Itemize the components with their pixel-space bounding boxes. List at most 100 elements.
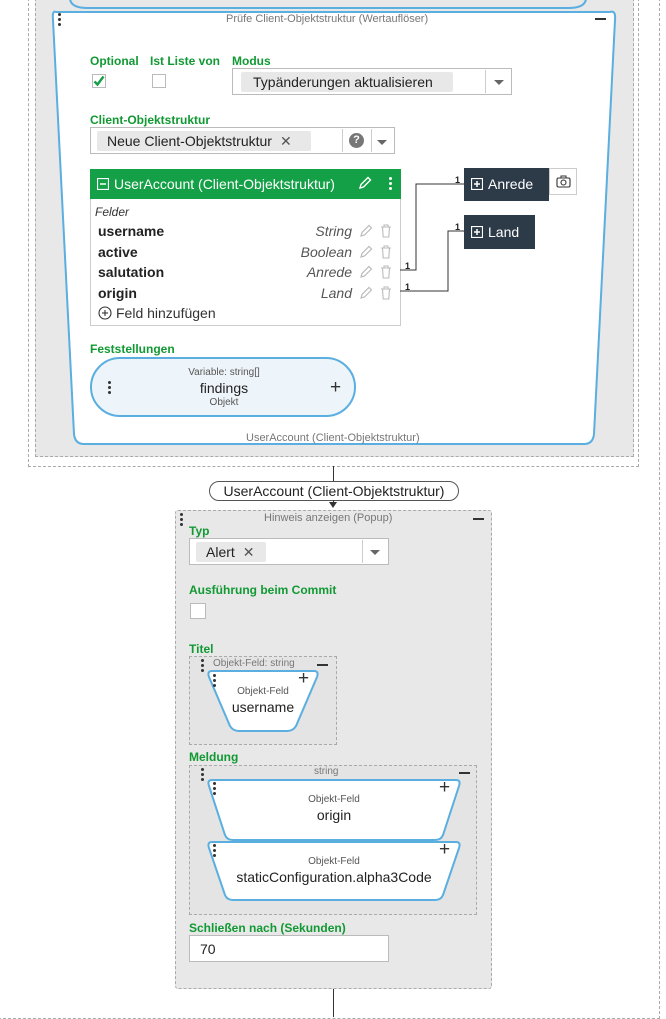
field-name: origin xyxy=(98,284,137,301)
message-item-caption: Objekt-Feld xyxy=(308,794,360,805)
fields-section-label: Felder xyxy=(95,205,130,219)
title-item-menu-icon[interactable] xyxy=(213,674,217,689)
check-block-menu-icon[interactable] xyxy=(58,13,62,28)
remove-chip-icon[interactable]: ✕ xyxy=(242,544,255,560)
check-mark-icon xyxy=(93,75,105,87)
chevron-down-icon[interactable] xyxy=(370,550,380,555)
collapse-square-icon[interactable] xyxy=(97,178,109,190)
struct-card-menu-icon[interactable] xyxy=(389,177,393,192)
check-block-title: Prüfe Client-Objektstruktur (Wertauflöse… xyxy=(226,13,429,25)
connector-label: UserAccount (Client-Objektstruktur) xyxy=(223,483,445,499)
title-group-header: Objekt-Feld: string xyxy=(213,658,295,669)
message-group-collapse-icon[interactable] xyxy=(459,772,470,774)
popup-block-collapse-icon[interactable] xyxy=(473,518,484,520)
popup-block-menu-icon[interactable] xyxy=(180,513,184,528)
edit-pencil-icon[interactable] xyxy=(358,176,372,190)
title-group-menu-icon[interactable] xyxy=(201,659,205,674)
cardinality-label: 1 xyxy=(405,282,411,292)
check-block-collapse-icon[interactable] xyxy=(595,18,606,20)
message-group-menu-icon[interactable] xyxy=(201,768,205,783)
message-item-shape xyxy=(207,841,461,901)
delete-trash-icon[interactable] xyxy=(380,265,392,279)
struct-field-row[interactable]: origin Land xyxy=(98,285,398,303)
delete-trash-icon[interactable] xyxy=(380,285,392,300)
related-land-label: Land xyxy=(488,224,520,240)
type-chip: Alert ✕ xyxy=(196,542,266,562)
plus-circle-icon xyxy=(98,306,112,320)
screenshot-button[interactable] xyxy=(549,168,577,195)
field-name: active xyxy=(98,243,138,260)
struct-label: Client-Objektstruktur xyxy=(90,113,211,127)
expand-square-icon[interactable] xyxy=(471,226,483,238)
list-checkbox[interactable] xyxy=(152,74,166,88)
connector-pill[interactable]: UserAccount (Client-Objektstruktur) xyxy=(209,481,459,501)
flow-line xyxy=(333,466,334,483)
delete-trash-icon[interactable] xyxy=(380,244,392,259)
type-select-divider xyxy=(362,540,363,563)
add-icon[interactable]: + xyxy=(439,839,451,860)
check-block-footer: UserAccount (Client-Objektstruktur) xyxy=(246,432,420,444)
cardinality-label: 1 xyxy=(405,261,411,271)
edit-pencil-icon[interactable] xyxy=(359,224,373,238)
findings-kind: Objekt xyxy=(209,397,239,408)
cardinality-label: 1 xyxy=(455,175,461,185)
add-field-label: Feld hinzufügen xyxy=(116,305,216,321)
remove-chip-icon[interactable]: ✕ xyxy=(279,133,292,149)
findings-variable[interactable]: Variable: string[] findings Objekt + xyxy=(90,357,356,417)
message-item-shape xyxy=(207,779,461,841)
mode-select-divider xyxy=(485,70,486,93)
commit-checkbox[interactable] xyxy=(190,603,206,619)
delete-trash-icon[interactable] xyxy=(380,224,392,238)
findings-menu-icon[interactable] xyxy=(108,381,112,396)
findings-label: Feststellungen xyxy=(90,342,175,356)
optional-label: Optional xyxy=(90,54,139,68)
title-label: Titel xyxy=(189,642,214,656)
related-struct-anrede[interactable]: Anrede xyxy=(464,168,549,201)
message-item-menu-icon[interactable] xyxy=(213,782,217,797)
type-value: Alert xyxy=(206,544,235,560)
struct-select[interactable]: Neue Client-Objektstruktur✕ ? xyxy=(90,127,395,154)
struct-card-header[interactable]: UserAccount (Client-Objektstruktur) xyxy=(90,169,401,199)
close-after-input[interactable] xyxy=(189,935,389,962)
message-item-caption: Objekt-Feld xyxy=(308,856,360,867)
add-icon[interactable]: + xyxy=(330,377,342,398)
struct-select-divider-1 xyxy=(342,129,343,152)
type-label: Typ xyxy=(189,524,210,538)
message-item-value: staticConfiguration.alpha3Code xyxy=(236,869,432,885)
chevron-down-icon[interactable] xyxy=(377,140,387,145)
field-type: Land xyxy=(320,284,352,301)
relation-lines xyxy=(400,183,464,292)
struct-card-title: UserAccount (Client-Objektstruktur) xyxy=(114,176,335,192)
expand-square-icon[interactable] xyxy=(471,178,483,190)
field-type: String xyxy=(315,223,352,239)
type-select[interactable]: Alert ✕ xyxy=(189,538,389,565)
field-name: username xyxy=(98,223,165,239)
mode-select[interactable]: Typänderungen aktualisieren xyxy=(232,68,512,95)
struct-field-row[interactable]: username String xyxy=(98,223,398,241)
flow-arrow xyxy=(329,502,337,508)
title-group-collapse-icon[interactable] xyxy=(317,664,328,666)
flow-line xyxy=(333,989,334,1017)
struct-field-row[interactable]: active Boolean xyxy=(98,244,398,262)
field-type: Boolean xyxy=(300,243,352,260)
edit-pencil-icon[interactable] xyxy=(359,245,373,259)
add-icon[interactable]: + xyxy=(439,777,451,798)
chevron-down-icon[interactable] xyxy=(494,80,504,85)
close-after-label: Schließen nach (Sekunden) xyxy=(189,921,346,935)
title-item-caption: Objekt-Feld xyxy=(237,686,289,697)
edit-pencil-icon[interactable] xyxy=(359,265,373,279)
related-anrede-label: Anrede xyxy=(488,176,534,192)
message-label: Meldung xyxy=(189,750,239,764)
message-item-value: origin xyxy=(316,807,352,823)
message-item-menu-icon[interactable] xyxy=(213,844,217,859)
optional-checkbox[interactable] xyxy=(92,74,106,88)
field-type: Anrede xyxy=(306,264,352,280)
edit-pencil-icon[interactable] xyxy=(359,286,373,300)
help-icon[interactable]: ? xyxy=(349,133,364,148)
title-item-shape xyxy=(207,670,319,732)
add-icon[interactable]: + xyxy=(298,668,310,689)
list-label: Ist Liste von xyxy=(150,54,221,68)
related-struct-land[interactable]: Land xyxy=(464,215,535,249)
findings-caption: Variable: string[] xyxy=(188,367,260,378)
